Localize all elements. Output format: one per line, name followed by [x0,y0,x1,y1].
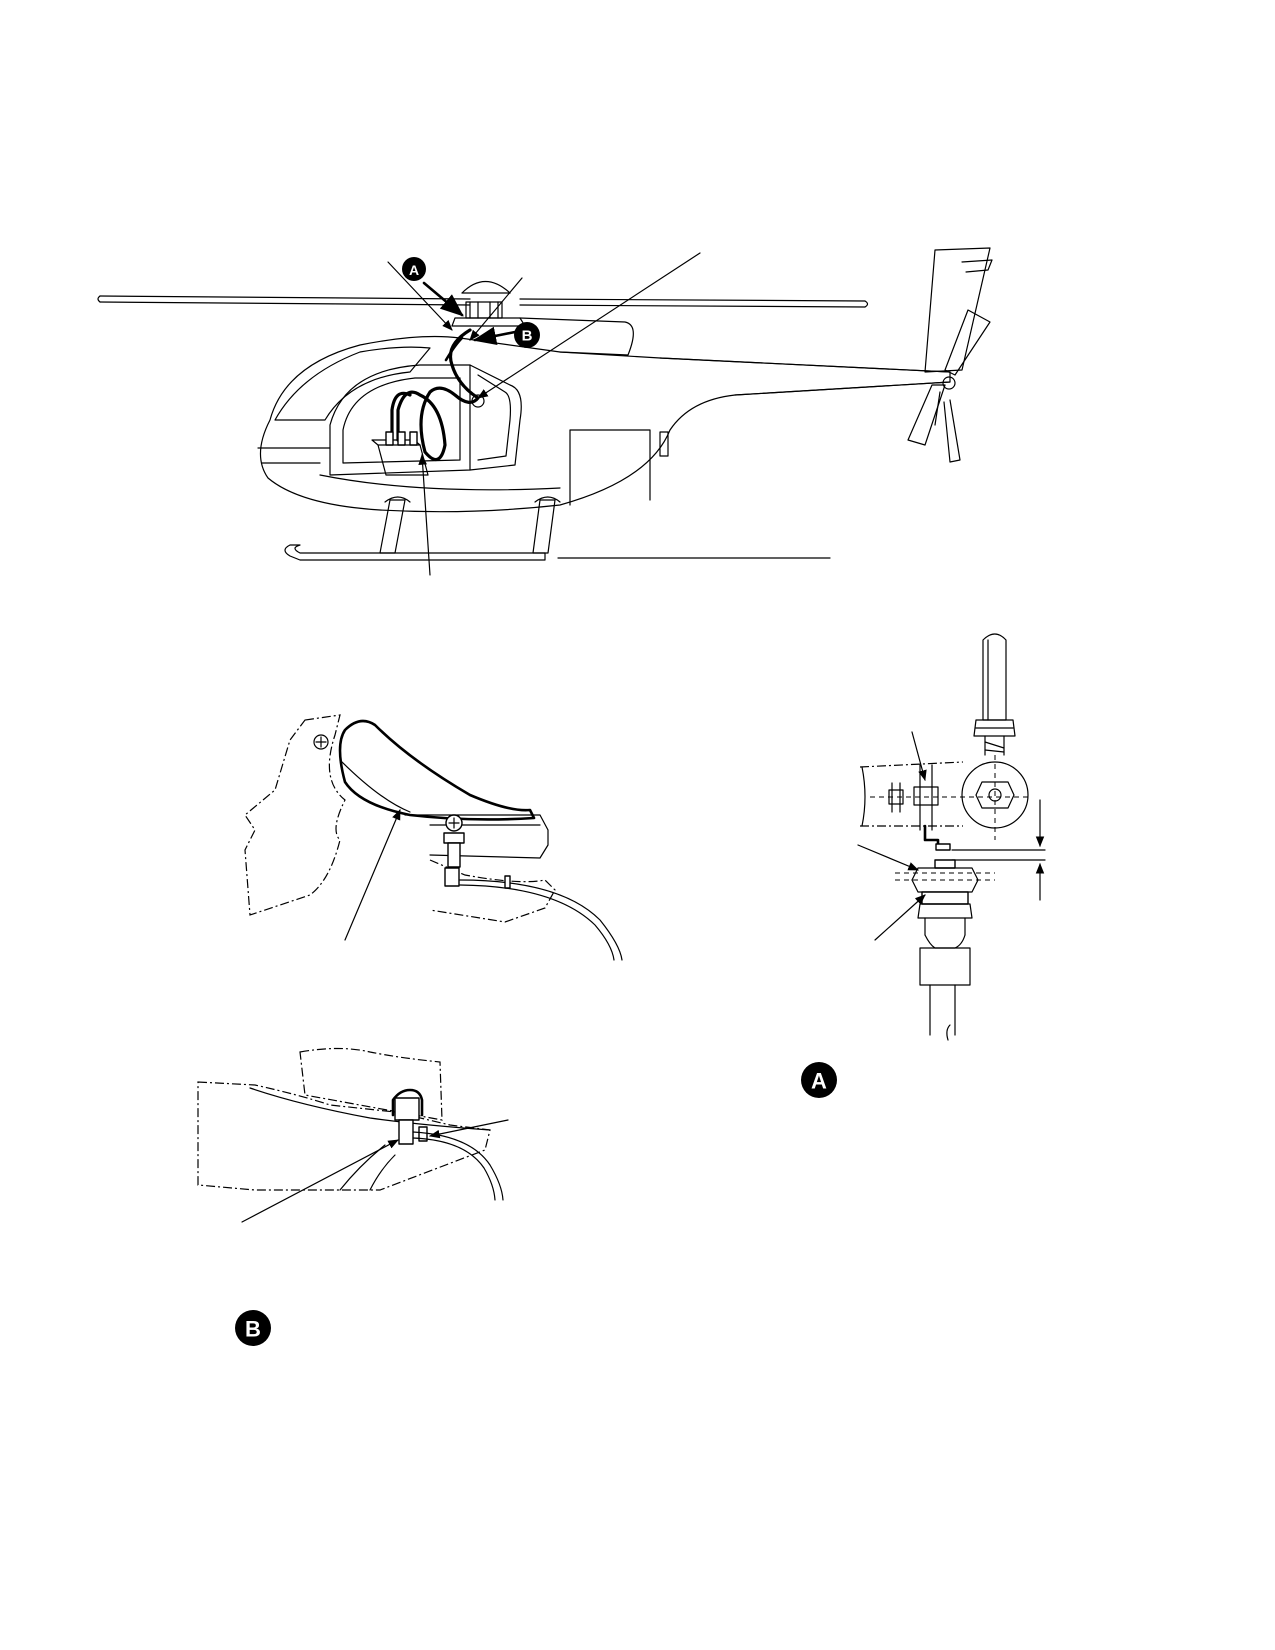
detail-a-badge: A [801,1062,837,1098]
svg-text:A: A [811,1069,827,1094]
cable-routing [390,328,480,462]
svg-text:A: A [409,262,419,278]
callout-b-badge: B [514,322,540,348]
landing-gear [284,496,831,561]
helicopter-side-view: A B [97,247,993,576]
callout-b-arrow [472,326,517,346]
detail-b-sensor-mount: B [197,1047,509,1346]
tail-boom [659,357,951,396]
engine-fairing [519,317,634,356]
callout-a-arrow [422,281,464,317]
svg-text:B: B [522,328,533,345]
detail-a-pickup: A [801,633,1046,1098]
detail-b-badge: B [235,1310,271,1346]
leader-lines [387,252,701,576]
callout-a-badge: A [402,257,426,281]
fuselage [257,335,951,513]
main-rotor-blades [97,295,869,308]
control-box [371,431,429,476]
detail-blade-grip [244,714,623,961]
tail-assembly [907,247,993,463]
svg-text:B: B [245,1317,261,1342]
